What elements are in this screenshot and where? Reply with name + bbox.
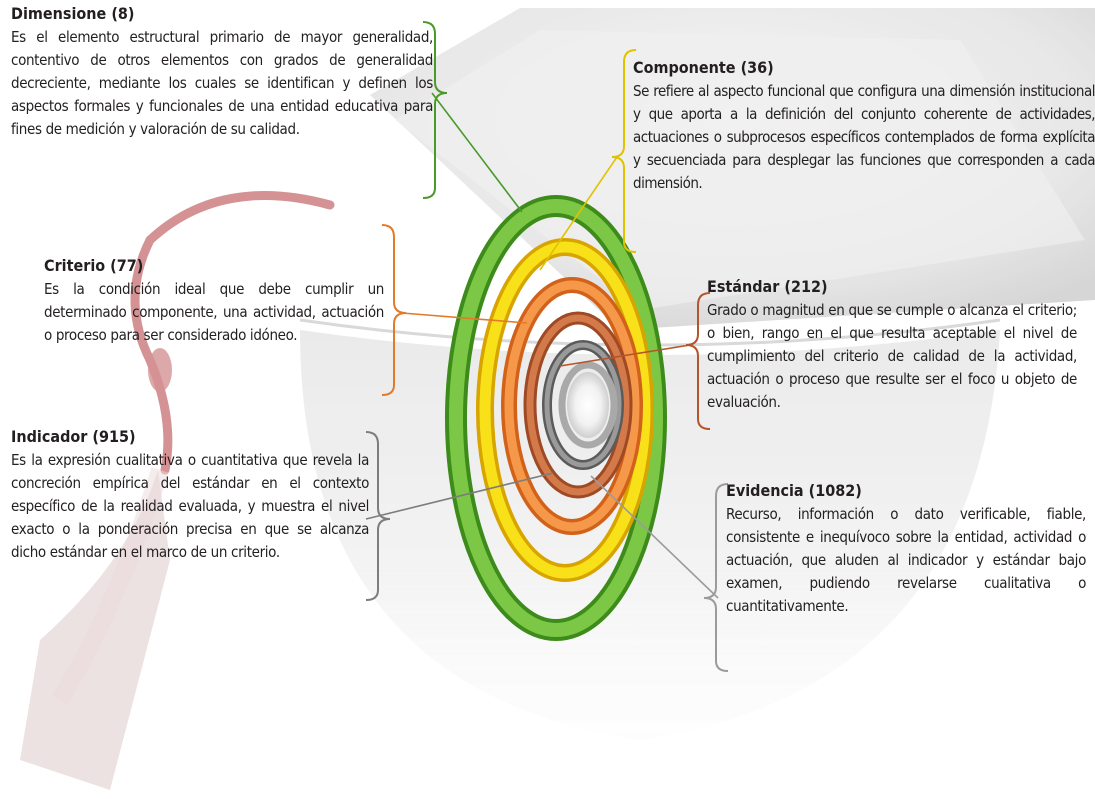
criterio-block: Criterio (77) Es la condición ideal que … [44, 256, 384, 347]
dimension-block: Dimensione (8) Es el elemento estructura… [11, 4, 433, 141]
indicador-title: Indicador (915) [11, 427, 136, 446]
tassel-icon [20, 191, 335, 790]
dimension-title: Dimensione (8) [11, 4, 135, 23]
criterio-description: Es la condición ideal que debe cumplir u… [44, 280, 384, 344]
ring-evidencia [558, 361, 618, 449]
bracket-estandar [685, 292, 711, 430]
connector-evidencia [590, 475, 719, 599]
componente-block: Componente (36) Se refiere al aspecto fu… [633, 58, 1095, 195]
connector-lines [365, 92, 719, 599]
connector-criterio [401, 312, 528, 324]
ring-dimension [445, 195, 667, 641]
connector-estandar [559, 344, 691, 367]
evidencia-description: Recurso, información o dato verificable,… [726, 505, 1086, 615]
estandar-block: Estándar (212) Grado o magnitud en que s… [707, 277, 1077, 414]
estandar-description: Grado o magnitud en que se cumple o alca… [707, 301, 1077, 411]
evidencia-block: Evidencia (1082) Recurso, información o … [726, 481, 1086, 618]
indicador-description: Es la expresión cualitativa o cuantitati… [11, 451, 369, 561]
dimension-description: Es el elemento estructural primario de m… [11, 28, 433, 138]
bracket-evidencia [703, 483, 729, 672]
ring-indicador [542, 340, 624, 470]
criterio-title: Criterio (77) [44, 256, 144, 275]
evidencia-title: Evidencia (1082) [726, 481, 862, 500]
connector-indicador [365, 472, 554, 520]
componente-title: Componente (36) [633, 58, 774, 77]
componente-description: Se refiere al aspecto funcional que conf… [633, 82, 1095, 192]
estandar-title: Estándar (212) [707, 277, 828, 296]
ring-criterio [501, 277, 643, 535]
connector-dimension [431, 92, 523, 213]
bracket-componente [611, 49, 637, 253]
indicador-block: Indicador (915) Es la expresión cualitat… [11, 427, 369, 564]
bracket-dimension [422, 21, 448, 199]
ring-estandar [523, 311, 633, 499]
bracket-criterio [381, 224, 407, 396]
connector-componente [539, 156, 618, 271]
ring-componente [476, 238, 654, 582]
bracket-indicador [365, 431, 391, 601]
